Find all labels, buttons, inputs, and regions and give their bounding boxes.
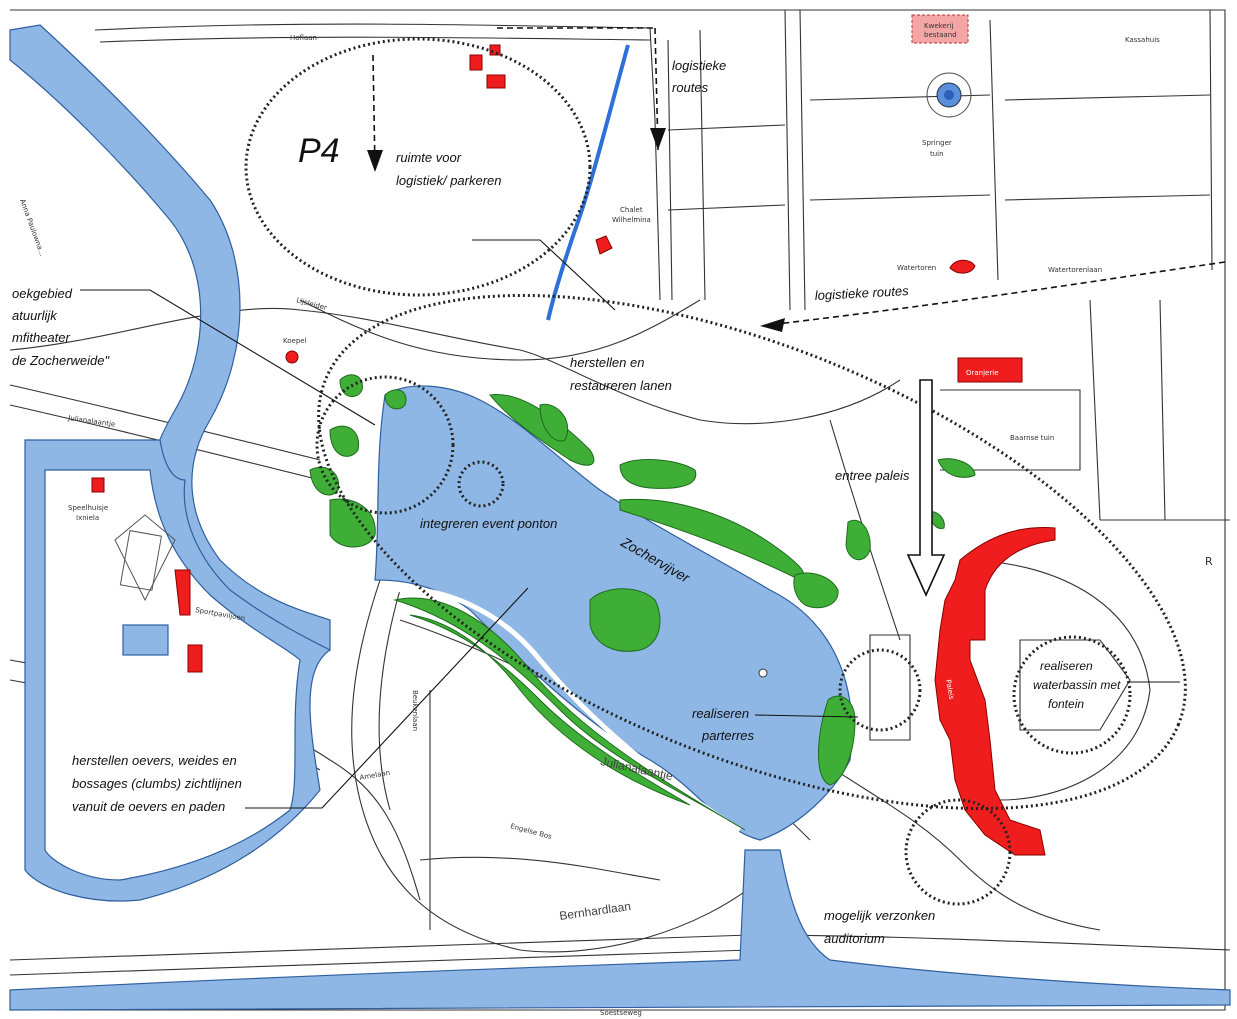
label-julianalaantje: Julianalaantje — [67, 414, 116, 429]
vegetation-clumps — [309, 374, 976, 831]
oevers-line-3: vanuit de oevers en paden — [72, 799, 225, 814]
leader-lines — [80, 239, 1180, 809]
label-anna-paulowna: Anna Paulowna... — [18, 198, 46, 257]
sports-field — [114, 514, 176, 602]
label-chalet-1: Chalet — [620, 206, 643, 214]
entree-paleis: entree paleis — [835, 468, 910, 483]
logistics-routes — [367, 27, 1226, 332]
verzonken-line-1: mogelijk verzonken — [824, 908, 935, 923]
label-watertoren: Watertoren — [897, 264, 936, 272]
label-engelse-bos: Engelse Bos — [509, 822, 552, 841]
herstellen-lanen-2: restaureren lanen — [570, 378, 672, 393]
zoekgebied-line-2: atuurlijk — [12, 308, 58, 323]
oevers-line-2: bossages (clumbs) zichtlijnen — [72, 776, 242, 791]
label-speelhuisje-1: Speelhuisje — [68, 504, 108, 512]
label-kwekerij-1: Kwekerij — [924, 22, 954, 30]
logistieke-top-1: logistieke — [672, 58, 726, 73]
dotted-zones — [244, 37, 1187, 906]
label-kassahuis: Kassahuis — [1125, 36, 1160, 44]
buildings — [91, 14, 1056, 856]
ruimte-line-1: ruimte voor — [396, 150, 462, 165]
logistieke-top-2: routes — [672, 80, 709, 95]
label-beukenlaan: Beukenlaan — [411, 690, 419, 731]
verzonken-line-2: auditorium — [824, 931, 885, 946]
label-chalet-2: Wilhelmina — [612, 216, 651, 224]
ruimte-line-2: logistiek/ parkeren — [396, 173, 502, 188]
zoekgebied-line-3: mfitheater — [12, 330, 70, 345]
logistieke-mid: logistieke routes — [814, 283, 909, 303]
bernhardlaan-road-label: Bernhardlaan — [558, 899, 631, 923]
parterres-line-1: realiseren — [692, 706, 749, 721]
zoekgebied-line-4: de Zocherweide" — [12, 353, 110, 368]
oevers-line-1: herstellen oevers, weides en — [72, 753, 237, 768]
label-hoflaan: Hoflaan — [290, 34, 317, 42]
label-paleis: Paleis — [944, 679, 955, 700]
narrow-channel — [546, 44, 630, 321]
label-amelaan: Amelaan — [359, 769, 391, 782]
bassin-line-3: fontein — [1048, 697, 1084, 711]
label-baarnse-tuin: Baarnse tuin — [1010, 434, 1054, 442]
label-oranjerie: Oranjerie — [966, 369, 999, 377]
lake-island-path — [394, 586, 742, 833]
entrance-arrow — [906, 379, 946, 597]
label-soestseweg: Soestseweg — [600, 1009, 642, 1017]
zone-label-p4: P4 — [298, 132, 340, 170]
kwekerij-box — [911, 14, 969, 44]
water-canals — [9, 24, 1231, 1011]
label-speelhuisje-2: Ixniela — [76, 514, 99, 522]
label-r-mark: R — [1205, 555, 1213, 568]
label-watertorenlaan: Watertorenlaan — [1048, 266, 1102, 274]
fountain-marker — [758, 668, 768, 678]
label-kwekerij-2: bestaand — [924, 31, 957, 39]
label-kapel: Koepel — [283, 337, 307, 345]
herstellen-lanen-1: herstellen en — [570, 355, 644, 370]
springer-roundel — [926, 72, 972, 118]
label-springer-2: tuin — [930, 150, 944, 158]
parterres-line-2: parterres — [701, 728, 755, 743]
integreren-ponton: integreren event ponton — [420, 516, 557, 531]
bassin-line-1: realiseren — [1040, 659, 1093, 673]
label-springer-1: Springer — [922, 139, 952, 147]
bassin-line-2: waterbassin met — [1033, 678, 1121, 692]
zoekgebied-line-1: oekgebied — [12, 286, 73, 301]
